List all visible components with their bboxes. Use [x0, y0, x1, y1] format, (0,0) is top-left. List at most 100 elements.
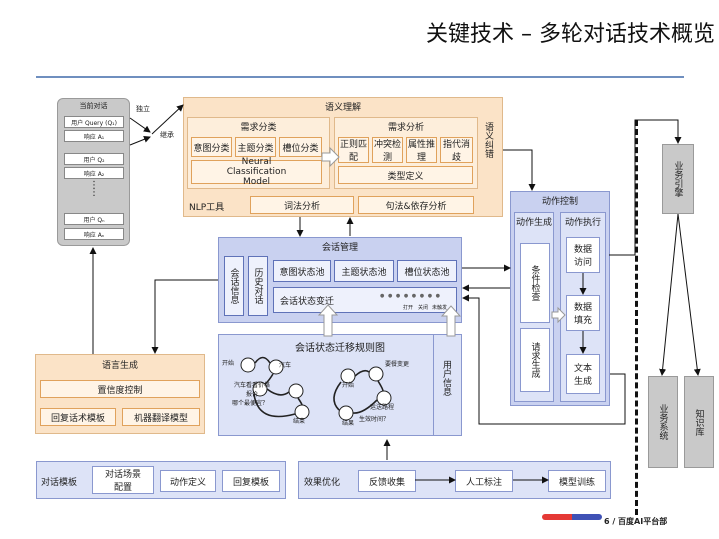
slot-pool-box: 槽位状态池 [397, 260, 457, 282]
state-node [368, 366, 384, 382]
page-title: 关键技术 – 多轮对话技术概览 [426, 22, 715, 47]
dialog-item: 用户 Qₙ [64, 213, 124, 225]
business-engine-box: 业务引擎 [662, 144, 694, 214]
topic-pool-box: 主题状态池 [334, 260, 394, 282]
session-info-text: 会话信息 [228, 268, 239, 304]
arrow [677, 213, 701, 376]
user-info-text: 用户信息 [441, 360, 451, 396]
regex-match-box: 正则匹配 [338, 137, 369, 163]
arrow [609, 119, 682, 256]
attribute-infer-box: 属性推理 [406, 137, 437, 163]
confidence-control-box: 置信度控制 [40, 380, 200, 398]
demand-analysis-title: 需求分析 [387, 123, 424, 133]
current-dialog-panel: 当前对话 用户 Query (Q₁) 响应 A₁ 用户 Q₂ 响应 A₂ ⋮⋮ … [57, 98, 130, 246]
state-edge [333, 381, 342, 411]
footer-text: 6 / 百度AI平台部 [604, 517, 668, 526]
arrow [659, 213, 679, 376]
intent-pool-box: 意图状态池 [273, 260, 331, 282]
history-dialog-text: 历史对话 [252, 268, 263, 304]
mini-label: 打开 [403, 305, 414, 311]
state-edge [352, 399, 378, 414]
right-dashed-divider [635, 120, 638, 515]
lexical-analysis-box: 词法分析 [250, 196, 354, 214]
knowledge-base-box: 知识库 [684, 376, 714, 468]
dialog-item: 响应 A₁ [64, 130, 124, 142]
footer-color-bar [542, 514, 602, 520]
business-engine-text: 业务引擎 [672, 161, 683, 197]
neural-model-box: Neural Classification Model [191, 157, 322, 187]
mini-label: 关闭 [418, 305, 429, 311]
mt-model-box: 机器翻译模型 [122, 408, 200, 426]
arrow [129, 117, 151, 133]
language-gen-title: 语言生成 [101, 361, 138, 371]
session-info-box: 会话信息 [224, 256, 244, 316]
graph-node-label: 结束 [293, 418, 306, 425]
hollow-arrow [321, 146, 340, 168]
state-edge [254, 356, 271, 364]
graph-node-label: 运送路程 [370, 404, 395, 411]
demand-classify-title: 需求分类 [240, 123, 277, 133]
data-access-box: 数据访问 [566, 237, 600, 273]
feedback-collect-box: 反馈收集 [358, 470, 416, 492]
dialog-item: 用户 Query (Q₁) [64, 116, 124, 128]
business-system-box: 业务系统 [648, 376, 678, 468]
session-transition-box: 会话状态变迁 [273, 287, 457, 313]
condition-check-text: 条件检查 [529, 265, 540, 301]
state-graph-drawing [240, 356, 392, 421]
state-edge [253, 393, 296, 418]
user-info-divider [433, 334, 434, 436]
graph-node-label: 开始 [222, 360, 235, 367]
hollow-arrow [317, 304, 339, 337]
mini-label: 未触发 [432, 305, 448, 311]
dialog-item: 用户 Q₂ [64, 153, 124, 165]
dialog-item: 响应 Aₙ [64, 228, 124, 240]
mini-dots: ● ● ● ● ● ● ● ● [380, 293, 442, 299]
state-graph-title: 会话状态迁移规则图 [295, 343, 385, 354]
model-train-box: 模型训练 [548, 470, 606, 492]
intent-classify-box: 意图分类 [191, 137, 232, 157]
semantic-title: 语义理解 [324, 103, 361, 113]
state-edge [264, 373, 274, 385]
graph-node-label: 结果 [342, 420, 355, 427]
history-dialog-box: 历史对话 [248, 256, 268, 316]
title-divider [36, 76, 684, 78]
data-fill-box: 数据填充 [566, 295, 600, 331]
dialog-item: 响应 A₂ [64, 167, 124, 179]
state-edge [377, 380, 384, 392]
arrow [151, 104, 184, 135]
action-control-title: 动作控制 [541, 197, 578, 207]
user-info-label: 用户信息 [440, 360, 453, 399]
scene-config-box: 对话场景配置 [92, 466, 154, 494]
current-dialog-title: 当前对话 [79, 102, 108, 110]
graph-node-label: 汽车看看价格 [234, 382, 271, 389]
dialog-template-title: 对话模板 [41, 478, 78, 488]
reply-template-box: 回复话术模板 [40, 408, 116, 426]
request-gen-text: 请求生成 [529, 342, 540, 378]
session-transition-text: 会话状态变迁 [280, 296, 335, 307]
coref-resolve-box: 指代消歧 [440, 137, 473, 163]
graph-node-label: 开始 [342, 382, 355, 389]
state-node [288, 383, 304, 399]
arrow [462, 294, 626, 425]
state-edge [297, 397, 303, 406]
graph-node-label: 要餐变更 [385, 361, 410, 368]
session-title: 会话管理 [321, 243, 358, 253]
arrow [503, 149, 536, 191]
state-node [376, 390, 392, 406]
graph-node-label: 汽车 [279, 362, 292, 369]
state-edge [266, 388, 290, 396]
graph-node-label: 哪个最便宜？ [232, 400, 269, 407]
slot-classify-box: 槽位分类 [279, 137, 322, 157]
conflict-detect-box: 冲突检测 [372, 137, 403, 163]
arrow [129, 135, 151, 146]
state-node [240, 357, 256, 373]
effect-opt-title: 效果优化 [304, 478, 341, 488]
hollow-arrow [440, 305, 462, 337]
semantic-correction-label: 语义纠错 [482, 122, 496, 202]
action-def-box: 动作定义 [160, 470, 216, 492]
business-system-text: 业务系统 [657, 404, 668, 440]
text-gen-box: 文本生成 [566, 354, 600, 394]
reply-template-bottom-box: 回复模板 [222, 470, 280, 492]
arrow [151, 279, 218, 354]
